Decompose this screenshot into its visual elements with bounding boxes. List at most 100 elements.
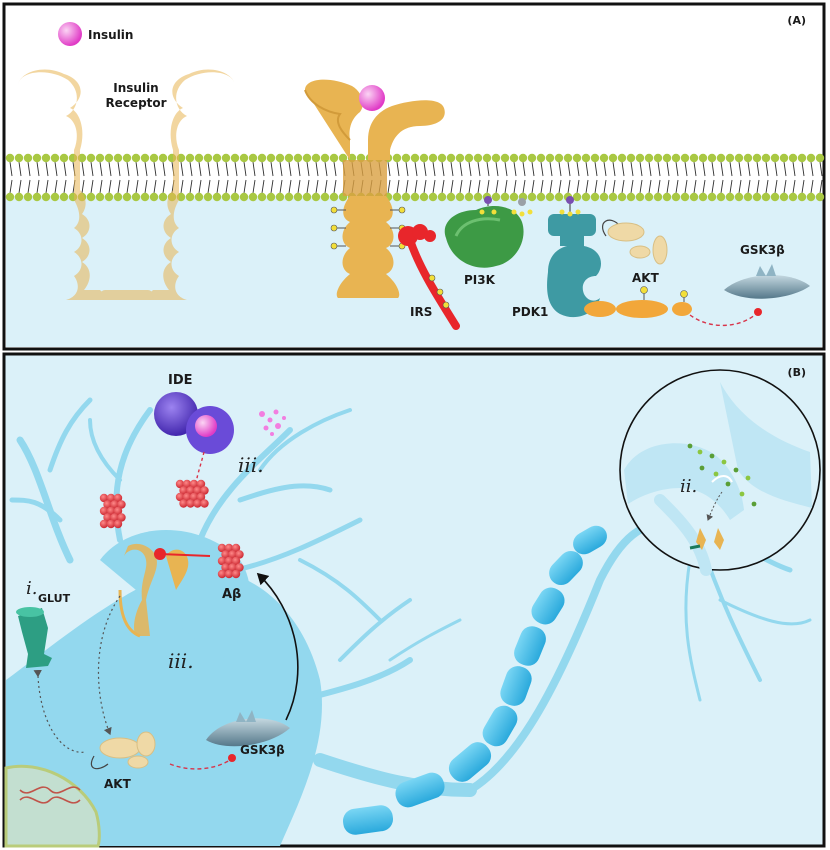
lipid-head-bottom bbox=[185, 192, 195, 202]
lipid-head-bottom bbox=[761, 192, 771, 202]
lipid-head-bottom bbox=[194, 192, 204, 202]
lipid-head-top bbox=[266, 153, 276, 163]
inset-receptor-1 bbox=[696, 528, 706, 550]
lipid-head-bottom bbox=[5, 192, 15, 202]
panel-b: (B) bbox=[2, 352, 826, 848]
lipid-head-top bbox=[104, 153, 114, 163]
inhibition-end-b bbox=[228, 754, 236, 762]
lipid-head-top bbox=[392, 153, 402, 163]
lipid-head-bottom bbox=[230, 192, 240, 202]
lipid-head-bottom bbox=[464, 192, 474, 202]
lipid-tail-bottom bbox=[639, 179, 643, 194]
dendrite-1 bbox=[16, 436, 74, 564]
lipid-tail-bottom bbox=[387, 179, 391, 194]
insulin-legend-label: Insulin bbox=[88, 28, 133, 42]
lipid-tail-top bbox=[243, 161, 247, 177]
lipid-tail-top bbox=[648, 161, 652, 177]
pdk1-lipid-p3 bbox=[575, 209, 581, 215]
lipid-tail-bottom bbox=[432, 179, 436, 194]
lipid-head-top bbox=[644, 153, 654, 163]
abeta-monomer bbox=[196, 492, 206, 502]
lipid-head-bottom bbox=[14, 192, 24, 202]
presynaptic-terminal bbox=[624, 443, 744, 520]
pi3k-highlight bbox=[454, 217, 501, 237]
lipid-head-top bbox=[680, 153, 690, 163]
lipid-head-top bbox=[203, 153, 213, 163]
lipid-head-bottom bbox=[788, 192, 798, 202]
lipid-tail-bottom bbox=[630, 179, 634, 194]
lipid-head-bottom bbox=[95, 192, 105, 202]
akt-domain-2 bbox=[652, 235, 668, 265]
lipid-tail-top bbox=[162, 161, 166, 177]
lipid-tail-top bbox=[783, 161, 787, 177]
lipid-head-top bbox=[293, 153, 303, 163]
lipid-head-top bbox=[581, 153, 591, 163]
lipid-head-top bbox=[41, 153, 51, 163]
lipid-tail-top bbox=[558, 161, 562, 177]
lipid-tail-top bbox=[207, 161, 211, 177]
lipid-head-top bbox=[725, 153, 735, 163]
lipid-tail-top bbox=[495, 161, 499, 177]
lipid-head-bottom bbox=[455, 192, 465, 202]
akt-neuron-domain-1 bbox=[99, 737, 141, 759]
lipid-tail-top bbox=[531, 161, 535, 177]
abeta-monomer bbox=[200, 499, 209, 508]
pi3k-lipid-p2 bbox=[491, 209, 497, 215]
roman-iii-mid: iii. bbox=[168, 649, 194, 673]
lipid-head-top bbox=[455, 153, 465, 163]
lipid-head-bottom bbox=[59, 192, 69, 202]
abeta-monomer bbox=[217, 556, 227, 566]
irs-phosphate-1 bbox=[428, 274, 436, 282]
lipid-tail-bottom bbox=[684, 179, 688, 194]
lipid-tail-bottom bbox=[45, 179, 49, 194]
lipid-head-bottom bbox=[329, 192, 339, 202]
lipid-head-bottom bbox=[572, 192, 582, 202]
pip-grey-p3 bbox=[527, 209, 533, 215]
lipid-tail-top bbox=[639, 161, 643, 177]
lipid-head-bottom bbox=[473, 192, 483, 202]
lipid-tail-top bbox=[423, 161, 427, 177]
lipid-tail-top bbox=[297, 161, 301, 177]
lipid-tail-bottom bbox=[765, 179, 769, 194]
lipid-tail-top bbox=[63, 161, 67, 177]
pi3k-lipid-head bbox=[484, 196, 492, 204]
abeta-monomer bbox=[113, 493, 123, 503]
lipid-head-bottom bbox=[599, 192, 609, 202]
vesicle bbox=[733, 467, 739, 473]
glut-body bbox=[18, 608, 52, 668]
lipid-tail-bottom bbox=[18, 179, 22, 194]
lipid-tail-bottom bbox=[306, 179, 310, 194]
akt-neuron-domain-3 bbox=[127, 755, 149, 769]
lipid-head-top bbox=[113, 153, 123, 163]
lipid-head-bottom bbox=[554, 192, 564, 202]
lipid-tail-top bbox=[36, 161, 40, 177]
pi3k-body bbox=[444, 206, 524, 268]
lipid-tail-bottom bbox=[657, 179, 661, 194]
lipid-tail-top bbox=[576, 161, 580, 177]
lipid-tail-bottom bbox=[531, 179, 535, 194]
lipid-head-bottom bbox=[770, 192, 780, 202]
abeta-monomer bbox=[189, 492, 199, 502]
lipid-head-bottom bbox=[500, 192, 510, 202]
lipid-head-bottom bbox=[284, 192, 294, 202]
lipid-tail-top bbox=[792, 161, 796, 177]
lipid-tail-top bbox=[9, 161, 13, 177]
lipid-tail-bottom bbox=[702, 179, 706, 194]
gsk3b-fins-a bbox=[756, 264, 776, 276]
abeta-monomer bbox=[106, 493, 116, 503]
phosphate bbox=[330, 242, 338, 250]
myelin-segment bbox=[573, 525, 607, 555]
panel-a-letter: (A) bbox=[787, 14, 806, 27]
lipid-head-bottom bbox=[86, 192, 96, 202]
lipid-tail-bottom bbox=[117, 179, 121, 194]
lipid-tail-bottom bbox=[225, 179, 229, 194]
pi3k-label: PI3K bbox=[464, 273, 496, 287]
lipid-head-bottom bbox=[626, 192, 636, 202]
lipid-tail-bottom bbox=[450, 179, 454, 194]
lipid-head-bottom bbox=[779, 192, 789, 202]
lipid-tail-bottom bbox=[585, 179, 589, 194]
lipid-tail-bottom bbox=[441, 179, 445, 194]
lipid-head-bottom bbox=[392, 192, 402, 202]
vesicle bbox=[739, 491, 745, 497]
inhibition-end-a bbox=[754, 308, 762, 316]
